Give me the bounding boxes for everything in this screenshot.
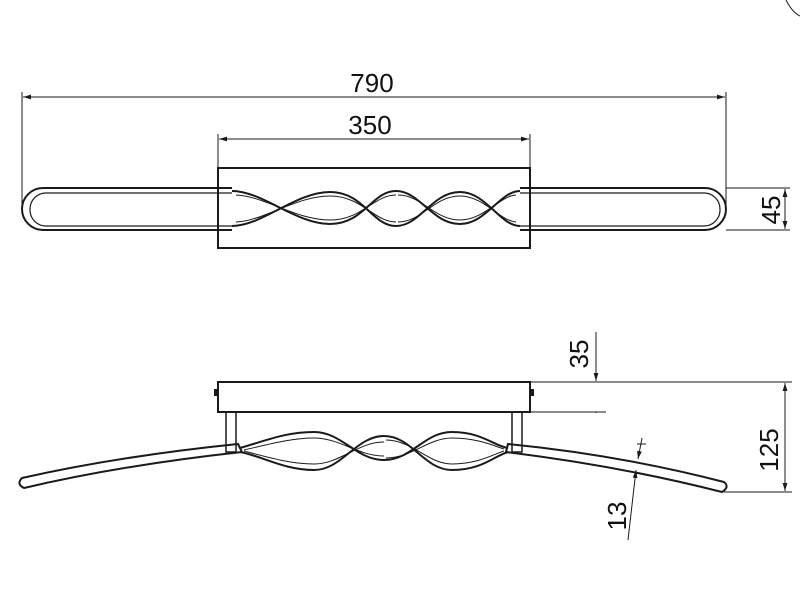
post-left (225, 411, 237, 453)
dim-13-lower (627, 469, 638, 541)
dim-total-height: 125 (754, 428, 784, 471)
dim-base-height: 35 (564, 340, 594, 369)
dim-base-length: 350 (348, 110, 391, 140)
post-right (511, 411, 523, 453)
top-base-plate (217, 167, 531, 249)
dim-bar-width: 45 (756, 196, 786, 225)
left-arm (18, 442, 244, 490)
screw-left (214, 389, 218, 396)
side-twist (239, 430, 509, 472)
screw-right (530, 389, 534, 396)
top-twist (231, 186, 521, 232)
corner-fragment (785, 0, 800, 17)
right-arm (504, 442, 728, 494)
dim-13-upper (637, 437, 643, 460)
dim-bar-thickness: 13 (602, 502, 632, 531)
side-base-plate (217, 381, 531, 413)
top-view: 790 350 45 (21, 68, 790, 249)
dim-overall-length: 790 (350, 68, 393, 98)
side-view: 35 125 13 (18, 332, 792, 541)
